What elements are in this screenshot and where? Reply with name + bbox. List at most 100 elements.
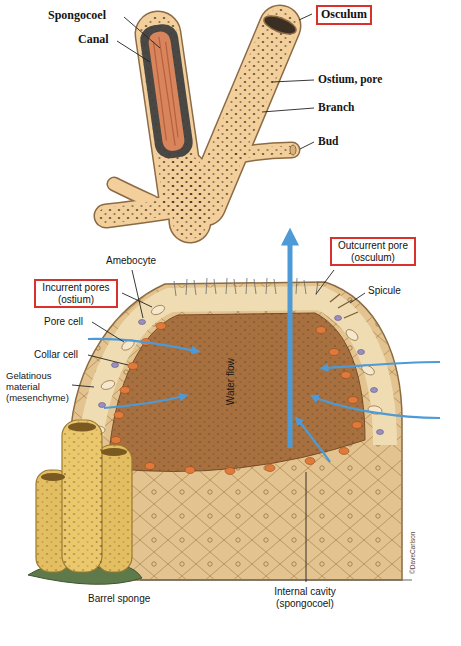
branch-body xyxy=(106,206,178,216)
branch-outline xyxy=(205,26,280,205)
rotated-label: Water flow xyxy=(224,358,236,405)
barrel-tube xyxy=(62,420,102,572)
part-label: Branch xyxy=(318,101,354,114)
leader-line xyxy=(88,355,128,365)
collar-cell xyxy=(185,467,195,474)
collar-cell xyxy=(305,458,315,465)
osculum-opening xyxy=(262,12,299,37)
barrel-opening xyxy=(68,423,96,432)
collar-cell xyxy=(114,412,124,419)
spicules xyxy=(330,294,358,318)
branch-body xyxy=(186,172,190,222)
leader-lines-top xyxy=(117,14,314,149)
collar-cell xyxy=(120,387,130,394)
cavity-streaks xyxy=(152,36,180,147)
part-label: Collar cell xyxy=(34,349,78,361)
flow-arrow xyxy=(324,362,440,368)
collar-cell xyxy=(145,463,155,470)
branching-sponge xyxy=(106,12,298,222)
part-name: Outcurrent pore (osculum) xyxy=(335,240,411,263)
collar-cell xyxy=(265,465,275,472)
part-label: Pore cell xyxy=(44,316,83,328)
leader-line xyxy=(306,472,307,582)
cut-open-tube xyxy=(138,22,194,160)
amebocyte xyxy=(139,320,146,325)
barrel-opening xyxy=(41,473,65,481)
part-label: Spicule xyxy=(368,285,401,297)
branch-body xyxy=(205,26,280,205)
part-label: Amebocyte xyxy=(106,255,156,267)
leader-line xyxy=(316,270,334,294)
ground-line xyxy=(140,580,412,581)
leader-line xyxy=(117,41,150,62)
ostium-dots xyxy=(205,26,280,205)
collar-cell xyxy=(339,448,349,455)
flow-arrow xyxy=(298,420,330,462)
branch-outline xyxy=(186,172,190,222)
leader-line xyxy=(132,270,143,318)
leader-line xyxy=(92,322,124,342)
collar-cell xyxy=(316,327,326,334)
osculum-fringe xyxy=(174,278,318,296)
part-label: Bud xyxy=(318,135,338,148)
collar-cell xyxy=(341,372,351,379)
boxed-label: Incurrent pores (ostium) xyxy=(34,279,118,308)
spongocoel-cavity xyxy=(108,313,365,472)
amebocyte xyxy=(99,403,106,408)
leader-lines-bottom xyxy=(72,270,365,582)
pore-cell xyxy=(100,379,116,391)
amebocyte xyxy=(371,388,378,393)
part-label: Internal cavity (spongocoel) xyxy=(256,586,354,609)
part-label: Canal xyxy=(78,33,109,47)
amebocytes xyxy=(92,316,384,458)
amebocyte xyxy=(377,430,384,435)
amebocyte xyxy=(335,316,342,321)
part-label: Spongocoel xyxy=(48,9,106,23)
cavity-pores xyxy=(108,313,365,472)
collar-cells xyxy=(111,323,362,475)
part-label: Gelatinous material (mesenchyme) xyxy=(6,371,72,404)
branch-outline xyxy=(236,150,292,156)
small-barrel-sponge xyxy=(28,420,142,584)
flow-arrow xyxy=(88,339,196,351)
part-label: Ostium, pore xyxy=(318,73,382,86)
flow-arrow xyxy=(314,397,440,418)
collar-cell xyxy=(128,363,138,370)
leader-line xyxy=(299,14,312,20)
pore-cells xyxy=(91,303,383,434)
flow-arrow xyxy=(104,396,184,408)
leader-line xyxy=(300,142,314,149)
branch-outline xyxy=(106,206,178,216)
barrel-opening xyxy=(101,448,127,456)
canal-wall-texture xyxy=(138,22,194,160)
leader-line xyxy=(262,108,314,112)
water-flow-arrows xyxy=(88,242,440,462)
leader-line xyxy=(272,80,314,82)
collar-cell xyxy=(111,437,121,444)
amebocyte xyxy=(358,350,365,355)
part-name: Osculum xyxy=(321,8,367,22)
canal-wall xyxy=(138,22,194,160)
rotated-label: ©DaveCarlson xyxy=(409,531,416,573)
ostium-dots xyxy=(106,206,178,216)
leader-line xyxy=(124,17,160,48)
body-surface xyxy=(70,282,402,580)
part-name: Incurrent pores (ostium) xyxy=(39,282,113,305)
bud-tip xyxy=(290,145,296,155)
boxed-label: Outcurrent pore (osculum) xyxy=(330,237,416,266)
collar-cell xyxy=(225,468,235,475)
collar-cell xyxy=(352,422,362,429)
outflow-arrow xyxy=(288,242,293,448)
pore-cell xyxy=(344,327,360,342)
leader-line xyxy=(350,293,365,303)
branch-body xyxy=(236,150,292,156)
ostium-dots xyxy=(186,172,190,222)
pore-cell xyxy=(150,303,166,316)
leader-line xyxy=(122,293,152,307)
collar-cell xyxy=(329,349,339,356)
branch-outline xyxy=(114,184,152,202)
ostium-dots xyxy=(236,150,292,156)
amebocyte xyxy=(112,363,119,368)
